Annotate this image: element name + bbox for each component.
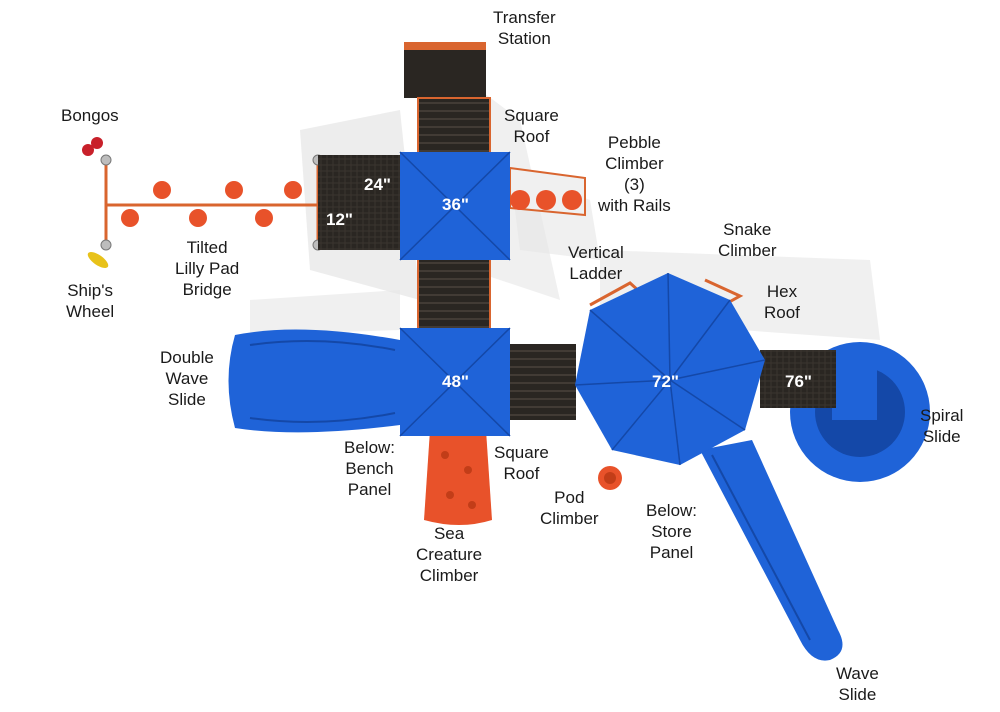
height-label-24: 24": [364, 175, 391, 194]
deck-76: [760, 350, 836, 408]
lilly-pad-bridge: [100, 154, 324, 251]
wave-slide: [700, 440, 843, 661]
height-label-36: 36": [442, 195, 469, 214]
height-label-72: 72": [652, 372, 679, 391]
deck-24-12: [318, 155, 404, 250]
ships-wheel: [87, 251, 109, 269]
hex-roof: [574, 272, 766, 466]
sea-creature-climber: [424, 430, 492, 525]
height-label-76: 76": [785, 372, 812, 391]
upper-deck-walkway: [417, 97, 491, 155]
square-roof-36: [399, 151, 511, 261]
height-label-48: 48": [442, 372, 469, 391]
bongos: [82, 137, 103, 156]
middle-walkway: [417, 257, 491, 331]
transfer-station: [404, 42, 486, 98]
hex-walkway: [510, 344, 576, 420]
double-wave-slide: [228, 329, 400, 433]
square-roof-48: [399, 327, 511, 437]
pebble-climber: [509, 166, 586, 217]
label-bongos: Bongos: [61, 106, 119, 125]
pod-climber: [598, 466, 622, 490]
height-label-12: 12": [326, 210, 353, 229]
